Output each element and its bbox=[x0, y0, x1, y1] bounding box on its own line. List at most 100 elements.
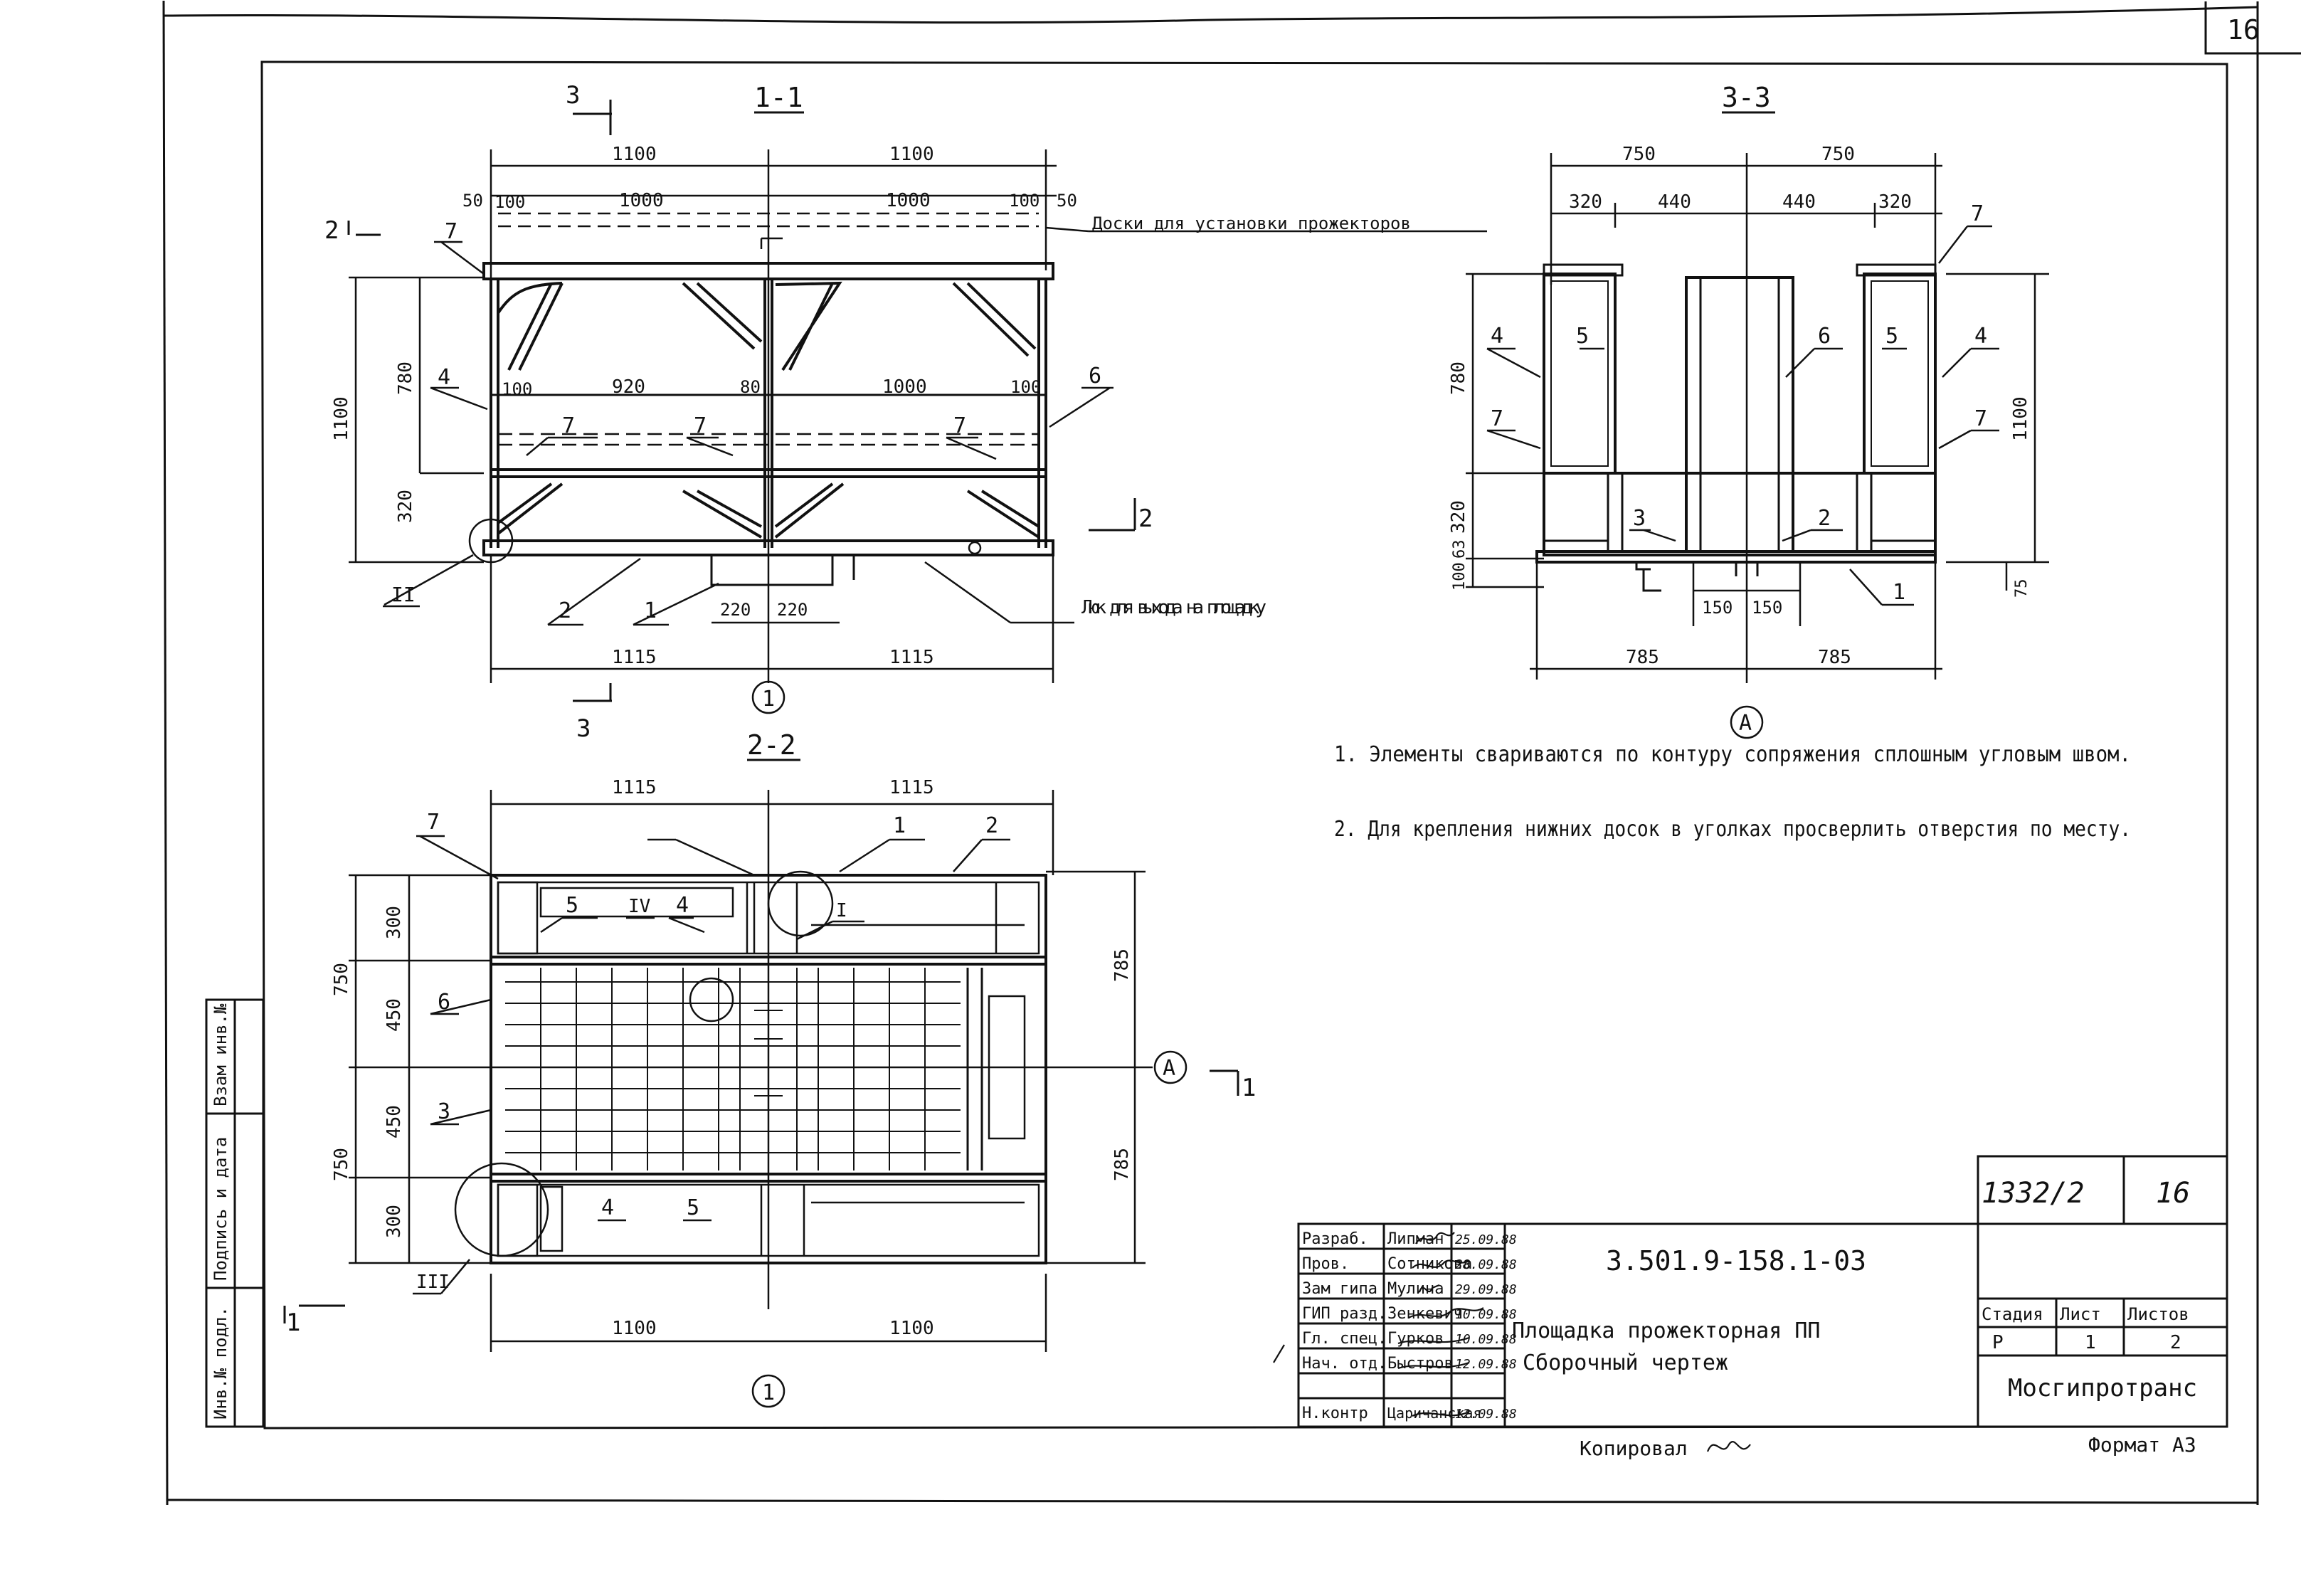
section-mark-2-left: 2 bbox=[324, 216, 339, 245]
v22-dim-785-bottom: 785 bbox=[1111, 1148, 1133, 1181]
v33-callout-5-right: 5 bbox=[1885, 324, 1898, 349]
tb-role-1: Пров. bbox=[1302, 1255, 1349, 1273]
v22-node-i: I bbox=[836, 900, 847, 921]
v22-dim-785-top: 785 bbox=[1111, 948, 1133, 982]
copied-label: Копировал bbox=[1580, 1437, 1688, 1460]
v11-dim-100-mid: 100 bbox=[502, 379, 532, 399]
v33-frame bbox=[1535, 263, 1937, 592]
v22-callout-6: 6 bbox=[438, 990, 450, 1015]
view-2-2-title: 2-2 bbox=[747, 729, 796, 761]
v33-dim-750-left: 750 bbox=[1622, 144, 1656, 165]
general-notes: 1. Элементы свариваются по контуру сопря… bbox=[1334, 742, 2131, 842]
v22-callout-4-top: 4 bbox=[676, 893, 689, 918]
v11-dim-100-mid-right: 100 bbox=[1010, 377, 1041, 397]
v11-node-label: II bbox=[391, 583, 416, 606]
v11-dim-80: 80 bbox=[740, 377, 761, 397]
v22-callout-4-bottom: 4 bbox=[601, 1195, 614, 1220]
v22-axis-bottom-circle bbox=[751, 1374, 785, 1408]
v33-callout-6: 6 bbox=[1818, 324, 1831, 349]
tb-date-6: 12.09.88 bbox=[1455, 1407, 1517, 1422]
v11-dim-320: 320 bbox=[395, 490, 416, 523]
v33-callout-5-left: 5 bbox=[1576, 324, 1589, 349]
v22-node-circle-i bbox=[767, 870, 834, 937]
v33-dim-320: 320 bbox=[1448, 500, 1469, 534]
sheet-header: Лист bbox=[2060, 1304, 2101, 1324]
tb-role-0: Разраб. bbox=[1302, 1230, 1368, 1248]
v11-callout-6: 6 bbox=[1089, 364, 1101, 389]
corner-sheet-number: 16 bbox=[2227, 14, 2260, 46]
v11-node-circle bbox=[468, 518, 514, 564]
title-block: 1332/2 16 3.501.9-158.1-03 Площадка прож… bbox=[1273, 1155, 2228, 1428]
v33-dim-100: 100 bbox=[1451, 562, 1469, 591]
v11-dim-1115-right: 1115 bbox=[889, 647, 934, 668]
v11-dim-1000-left: 1000 bbox=[619, 190, 664, 211]
v22-node-circle-iii bbox=[454, 1162, 549, 1257]
tb-role-3: ГИП разд. bbox=[1302, 1305, 1387, 1323]
v22-dim-750-bottom: 750 bbox=[331, 1148, 352, 1181]
v33-dim-150-right: 150 bbox=[1752, 598, 1782, 618]
v11-callout-7d: 7 bbox=[953, 413, 966, 438]
v33-dim-785-right: 785 bbox=[1818, 647, 1851, 668]
view-2-2: 2-2 1115 1115 750 300 450 450 750 bbox=[331, 729, 1187, 1408]
v33-dimensions bbox=[1466, 153, 2049, 683]
stage-header: Стадия bbox=[1982, 1304, 2043, 1324]
v22-dim-1115-left: 1115 bbox=[612, 777, 657, 798]
organization: Мосгипротранс bbox=[2008, 1374, 2197, 1402]
v22-dim-1100-left: 1100 bbox=[612, 1318, 657, 1339]
side-stamp-replace: Взам инв.№ bbox=[211, 1003, 231, 1106]
v22-axis-bottom-label: 1 bbox=[762, 1380, 775, 1405]
tb-name-5: Быстров bbox=[1387, 1355, 1454, 1373]
v33-callout-1: 1 bbox=[1893, 580, 1905, 605]
view-1-1-title: 1-1 bbox=[754, 82, 803, 113]
v33-dim-320-right: 320 bbox=[1878, 191, 1912, 213]
doc-code: 3.501.9-158.1-03 bbox=[1606, 1245, 1866, 1277]
v22-axis-right-label: A bbox=[1163, 1056, 1175, 1081]
v22-dim-300-bottom: 300 bbox=[384, 1205, 405, 1238]
section-marks bbox=[283, 100, 1239, 1323]
stamp-sheet-number: 16 bbox=[2156, 1177, 2190, 1210]
v11-axis-circle bbox=[751, 680, 785, 714]
v22-callout-3: 3 bbox=[438, 1099, 450, 1124]
v22-node-circle-iv bbox=[689, 977, 734, 1022]
note-2: 2. Для крепления нижних досок в уголках … bbox=[1334, 817, 2131, 842]
tb-name-3: Зенкевич bbox=[1387, 1305, 1463, 1323]
v33-axis-circle bbox=[1730, 705, 1764, 739]
v11-dim-top-1: 1100 bbox=[612, 144, 657, 165]
v22-frame bbox=[490, 874, 1047, 1264]
section-mark-2-right: 2 bbox=[1138, 504, 1153, 533]
sheet-value: 1 bbox=[2085, 1332, 2096, 1353]
tb-role-6: Н.контр bbox=[1302, 1405, 1368, 1422]
v33-callout-4-left: 4 bbox=[1491, 324, 1503, 349]
v22-dim-750-top: 750 bbox=[331, 963, 352, 996]
title-line2: Сборочный чертеж bbox=[1523, 1351, 1728, 1375]
v33-callout-7-top: 7 bbox=[1971, 201, 1984, 226]
tb-date-2: 29.09.88 bbox=[1455, 1282, 1517, 1297]
v11-callouts bbox=[430, 226, 1487, 626]
tb-date-0: 25.09.88 bbox=[1455, 1232, 1517, 1247]
v33-axis-label: A bbox=[1739, 711, 1752, 736]
v33-dim-780: 780 bbox=[1448, 361, 1469, 395]
v22-callout-1: 1 bbox=[893, 813, 906, 838]
v11-frame bbox=[482, 212, 1054, 586]
v33-dim-1100: 1100 bbox=[2010, 396, 2031, 441]
stage-value: Р bbox=[1992, 1332, 2004, 1353]
v33-dim-440-left: 440 bbox=[1658, 191, 1691, 213]
v11-callout-7b: 7 bbox=[562, 413, 575, 438]
v33-dim-75: 75 bbox=[2013, 579, 2031, 598]
tb-name-4: Гурков bbox=[1387, 1330, 1444, 1348]
v33-dim-320-left: 320 bbox=[1569, 191, 1602, 213]
section-mark-1-bottom: 1 bbox=[286, 1309, 300, 1337]
v33-dim-750-right: 750 bbox=[1821, 144, 1855, 165]
v11-callout-7c: 7 bbox=[694, 413, 707, 438]
v33-callout-7-right: 7 bbox=[1974, 406, 1987, 431]
v11-dim-220-left: 220 bbox=[720, 600, 751, 620]
side-stamp-inv: Инв.№ подл. bbox=[211, 1306, 231, 1420]
tb-date-1: 28.09.88 bbox=[1455, 1257, 1517, 1272]
v11-dim-1100-vert: 1100 bbox=[331, 396, 352, 441]
sheets-value: 2 bbox=[2170, 1332, 2181, 1353]
v22-callout-2: 2 bbox=[985, 813, 998, 838]
side-stamp bbox=[205, 998, 265, 1428]
view-3-3-title: 3-3 bbox=[1722, 82, 1771, 113]
v11-note-hatch: Люк для выхода на площадку bbox=[1081, 597, 1266, 618]
